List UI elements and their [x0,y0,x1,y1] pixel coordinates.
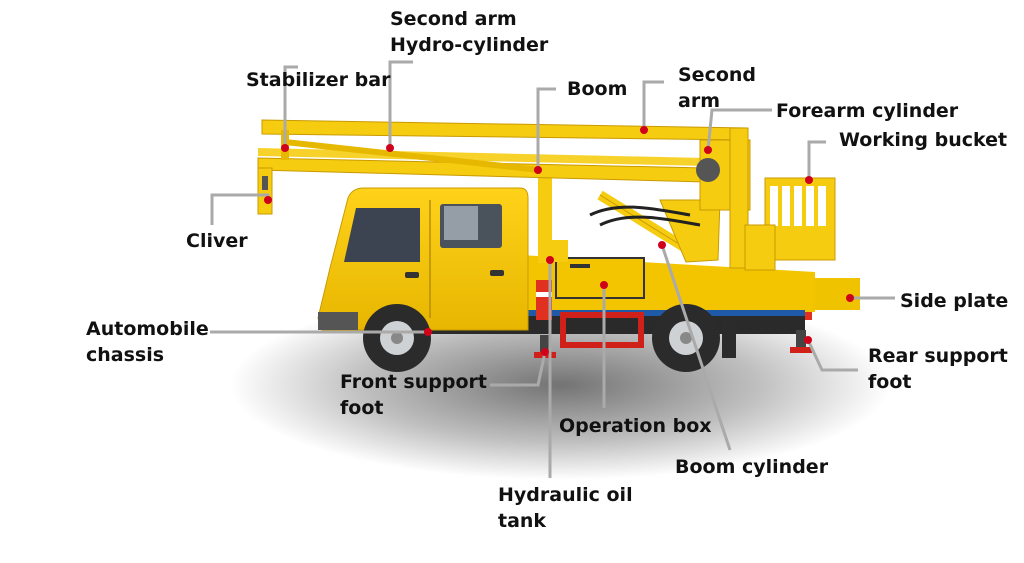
label-line: Stabilizer bar [246,69,391,91]
label-line: Second arm [390,8,517,30]
label-line: Hydraulic oil [498,484,633,506]
hydraulic-oil-tank [560,312,644,348]
label-line: Forearm cylinder [776,100,959,122]
label-second-arm-hydro-cylinder: Second arm Hydro-cylinder [390,6,548,58]
label-line: Front support [340,371,487,393]
label-rear-support-foot: Rear support foot [868,343,1008,395]
label-line: tank [498,510,547,532]
cab-window-front [344,208,420,262]
rear-wheel [652,304,720,372]
label-line: foot [868,371,912,393]
front-bumper [318,312,358,330]
label-line: chassis [86,344,165,366]
label-front-support-foot: Front support foot [340,369,487,421]
label-second-arm: Second arm [678,62,756,114]
working-bucket [744,177,836,271]
label-hydraulic-oil-tank: Hydraulic oil tank [498,482,633,534]
label-line: Boom [567,78,628,100]
label-line: arm [678,90,720,112]
label-working-bucket: Working bucket [839,127,1007,153]
label-forearm-cylinder: Forearm cylinder [776,98,958,124]
leader-lines [210,60,895,478]
label-side-plate: Side plate [900,288,1008,314]
front-support-leg [540,335,550,355]
second-arm [261,119,749,141]
operation-box [555,257,645,299]
label-automobile-chassis: Automobile chassis [86,316,209,368]
label-line: Operation box [559,415,712,437]
label-line: Working bucket [839,129,1008,151]
front-wheel [363,304,431,372]
label-line: Side plate [900,290,1009,312]
label-stabilizer-bar: Stabilizer bar [246,67,390,93]
forearm-cylinder [696,158,720,182]
label-boom: Boom [567,76,627,102]
label-line: Automobile [86,318,209,340]
label-line: Second [678,64,757,86]
label-line: Hydro-cylinder [390,34,549,56]
label-line: Rear support [868,345,1008,367]
marker-dots [264,126,854,356]
cliver [257,167,273,215]
second-arm-hydro-cylinder [284,139,541,173]
rear-support-leg [796,330,806,350]
label-operation-box: Operation box [559,413,712,439]
label-line: foot [340,397,384,419]
boom-column [538,168,552,263]
label-cliver: Cliver [186,228,248,254]
label-line: Cliver [186,230,248,252]
label-line: Boom cylinder [675,456,829,478]
label-boom-cylinder: Boom cylinder [675,454,828,480]
